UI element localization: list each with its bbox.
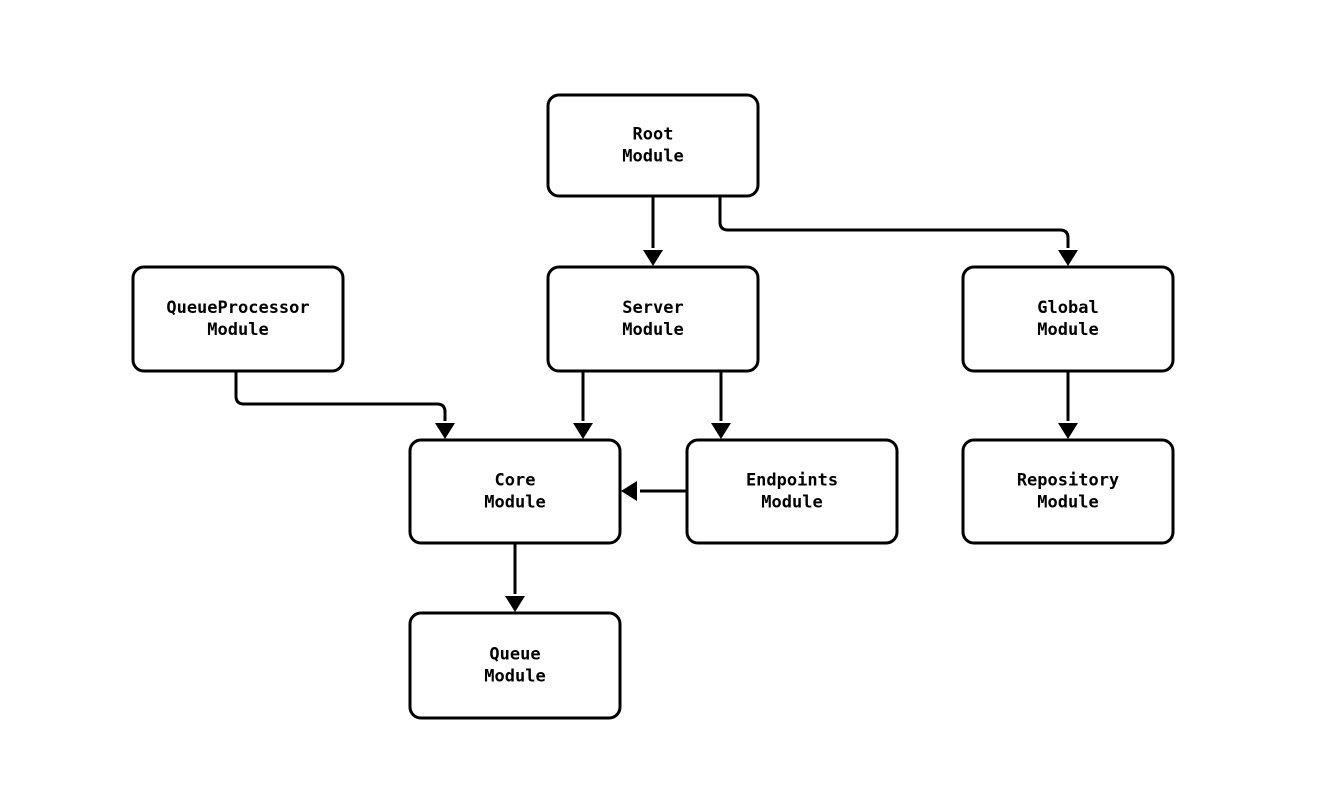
node-label-secondary: Module <box>207 320 268 340</box>
node-label-secondary: Module <box>1037 493 1098 513</box>
node-label-primary: Endpoints <box>746 471 838 491</box>
node-box[interactable] <box>408 611 622 720</box>
arrowhead-icon <box>573 423 593 439</box>
arrowhead-icon <box>643 250 663 266</box>
nodes-layer: RootModuleQueueProcessorModuleServerModu… <box>131 93 1175 720</box>
node-label-secondary: Module <box>761 493 822 513</box>
node-label-secondary: Module <box>484 667 545 687</box>
arrowhead-icon <box>711 423 731 439</box>
node-label-primary: QueueProcessor <box>166 298 309 318</box>
node-box[interactable] <box>961 438 1175 545</box>
node-label-primary: Global <box>1037 298 1098 318</box>
node-label-secondary: Module <box>622 147 683 167</box>
node-box[interactable] <box>961 265 1175 373</box>
node-label-primary: Server <box>622 298 683 318</box>
node-label-primary: Core <box>495 471 536 491</box>
node-label-primary: Repository <box>1017 471 1119 491</box>
edge-global-to-repository <box>1058 371 1078 439</box>
edge-server-to-endpoints <box>711 371 731 439</box>
arrowhead-icon <box>505 596 525 612</box>
node-label-secondary: Module <box>484 493 545 513</box>
edge-line <box>718 196 1070 248</box>
node-box[interactable] <box>408 438 622 545</box>
node-label-primary: Queue <box>489 645 540 665</box>
node-box[interactable] <box>685 438 899 545</box>
arrowhead-icon <box>1058 250 1078 266</box>
arrowhead-icon <box>435 423 455 439</box>
edge-endpoints-to-core <box>621 481 687 501</box>
edge-core-to-queue <box>505 543 525 612</box>
edge-line <box>234 371 447 421</box>
arrowhead-icon <box>621 481 637 501</box>
node-label-secondary: Module <box>1037 320 1098 340</box>
node-box[interactable] <box>546 93 760 198</box>
edges-layer <box>234 196 1078 612</box>
edge-server-to-core <box>573 371 593 439</box>
edge-root-to-global <box>718 196 1078 266</box>
edge-queueprocessor-to-core <box>234 371 455 439</box>
node-box[interactable] <box>131 265 345 373</box>
edge-root-to-server <box>643 196 663 266</box>
node-box[interactable] <box>546 265 760 373</box>
arrowhead-icon <box>1058 423 1078 439</box>
node-label-primary: Root <box>633 125 674 145</box>
node-label-secondary: Module <box>622 320 683 340</box>
